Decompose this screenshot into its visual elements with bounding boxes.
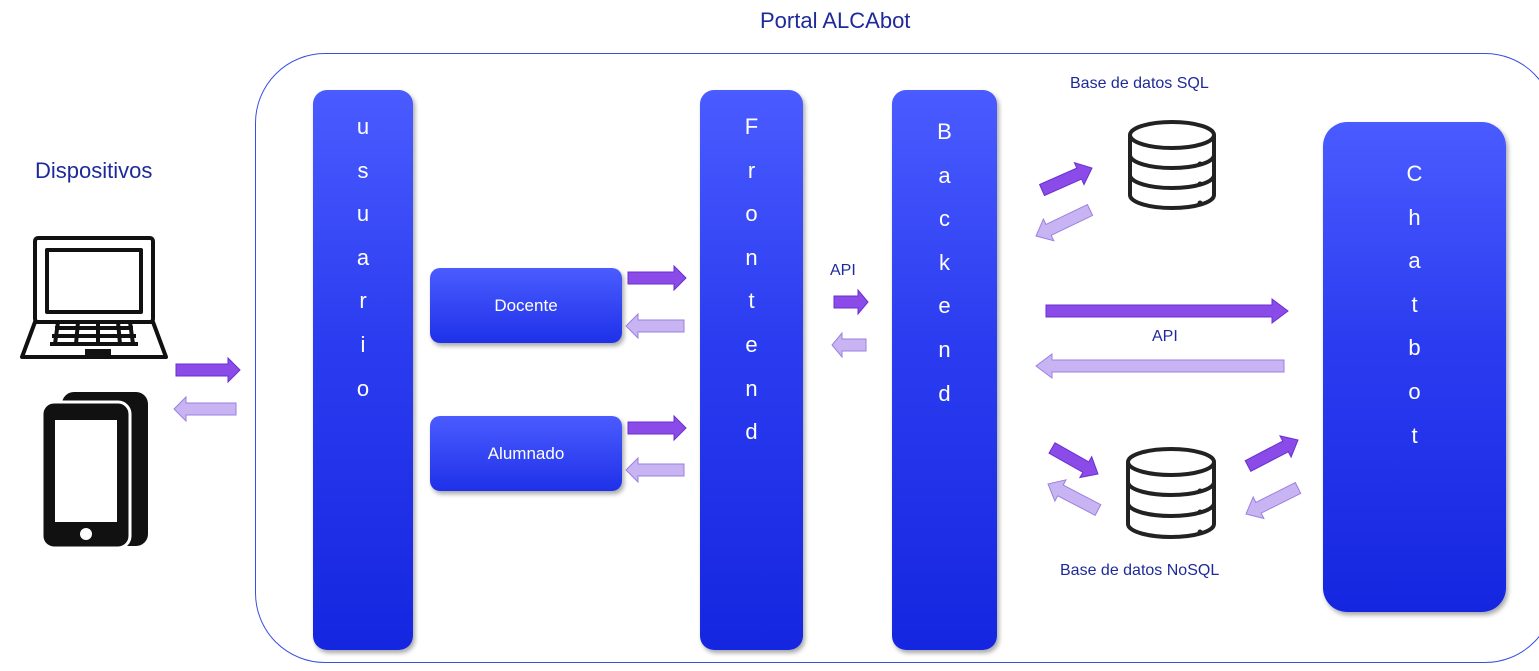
- frontend-letter: F: [744, 114, 759, 139]
- chatbot-letter: b: [1408, 335, 1421, 361]
- chatbot-letter: t: [1411, 291, 1418, 317]
- chatbot-letter: t: [1411, 422, 1418, 448]
- diagram-title-container: Portal ALCAbot: [0, 8, 1539, 38]
- portal-container: [255, 53, 1539, 663]
- docente-label: Docente: [494, 295, 558, 315]
- forward-arrow: [833, 288, 869, 316]
- usuario-letter: u: [356, 201, 370, 227]
- nosql-db-label: Base de datos NoSQL: [1060, 562, 1220, 579]
- backend-letter: c: [939, 206, 950, 232]
- usuario-letter: i: [360, 331, 366, 357]
- docente-box: Docente: [430, 268, 622, 343]
- frontend-pillar: F r o n t e n d: [700, 90, 803, 650]
- chatbot-letter: C: [1406, 161, 1423, 186]
- backend-letter: a: [938, 162, 951, 188]
- backend-letter: d: [938, 380, 951, 406]
- backend-pillar: B a c k e n d: [892, 90, 997, 650]
- backend-letter: e: [938, 293, 951, 319]
- frontend-letter: e: [745, 331, 758, 357]
- forward-arrow: [1038, 161, 1093, 197]
- api-front-label: API: [830, 262, 856, 279]
- chatbot-letter: o: [1408, 378, 1421, 404]
- usuario-letter: a: [356, 244, 370, 270]
- return-arrow: [1035, 203, 1094, 242]
- return-arrow: [625, 312, 685, 340]
- backend-letter: n: [938, 336, 951, 362]
- return-arrow: [1245, 481, 1302, 520]
- return-arrow: [1047, 479, 1102, 516]
- diagram-title: Portal ALCAbot: [760, 8, 911, 33]
- smartphone-icon: [40, 392, 148, 550]
- api-chat-label: API: [1152, 328, 1178, 345]
- laptop-icon: [20, 236, 168, 359]
- chatbot-letter: h: [1408, 204, 1421, 230]
- frontend-letter: n: [745, 375, 758, 401]
- frontend-letter: r: [747, 157, 756, 183]
- alumnado-label: Alumnado: [487, 443, 565, 463]
- chatbot-letter: a: [1408, 248, 1421, 274]
- forward-arrow: [627, 414, 687, 442]
- forward-arrow: [1244, 435, 1299, 472]
- sql-db-label: Base de datos SQL: [1070, 75, 1209, 92]
- usuario-letter: u: [356, 114, 370, 139]
- backend-letter: B: [937, 119, 952, 144]
- usuario-letter: r: [359, 288, 367, 314]
- frontend-letter: o: [745, 201, 758, 227]
- alumnado-box: Alumnado: [430, 416, 622, 491]
- usuario-pillar: u s u a r i o: [313, 90, 413, 650]
- usuario-letter: s: [357, 157, 369, 183]
- devices-label: Dispositivos: [35, 158, 153, 183]
- database-icon: [1126, 447, 1216, 539]
- forward-arrow: [1048, 442, 1099, 479]
- return-arrow: [831, 331, 867, 359]
- chatbot-pillar: C h a t b o t: [1323, 122, 1506, 612]
- usuario-letter: o: [356, 375, 370, 401]
- return-arrow: [173, 395, 237, 423]
- frontend-letter: t: [748, 288, 755, 314]
- return-arrow: [1035, 353, 1285, 379]
- forward-arrow: [1045, 298, 1289, 324]
- database-icon: [1128, 120, 1216, 210]
- frontend-letter: d: [745, 419, 758, 445]
- forward-arrow: [175, 356, 241, 384]
- forward-arrow: [627, 264, 687, 292]
- frontend-letter: n: [745, 244, 758, 270]
- backend-letter: k: [939, 249, 950, 275]
- return-arrow: [625, 456, 685, 484]
